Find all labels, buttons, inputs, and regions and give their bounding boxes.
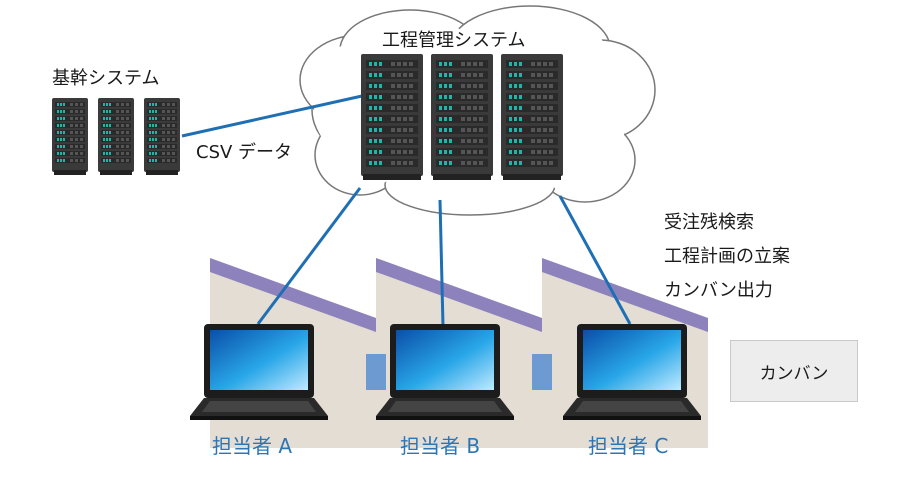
laptop-icon — [563, 324, 701, 420]
task-label: 受注残検索 — [664, 212, 754, 233]
laptop-icon — [376, 324, 514, 420]
task-label: カンバン出力 — [664, 280, 773, 301]
cloud-system-title: 工程管理システム — [382, 30, 526, 51]
kanban-output-box: カンバン — [730, 340, 858, 402]
user-label-c: 担当者 C — [588, 434, 669, 458]
user-label-b: 担当者 B — [400, 434, 481, 458]
core-system-title: 基幹システム — [52, 68, 160, 89]
machine-block-1 — [366, 354, 386, 390]
task-label: 工程計画の立案 — [664, 246, 790, 267]
server-rack-icon — [501, 54, 563, 180]
server-rack-icon — [52, 98, 88, 175]
laptop-icon — [190, 324, 328, 420]
server-rack-icon — [431, 54, 493, 180]
server-rack-icon — [361, 54, 423, 180]
csv-data-label: CSV データ — [196, 142, 293, 163]
kanban-label: カンバン — [759, 363, 829, 384]
server-rack-icon — [98, 98, 134, 175]
server-rack-icon — [144, 98, 180, 175]
user-label-a: 担当者 A — [212, 434, 293, 458]
connector-lines — [181, 94, 632, 327]
machine-block-2 — [532, 354, 552, 390]
